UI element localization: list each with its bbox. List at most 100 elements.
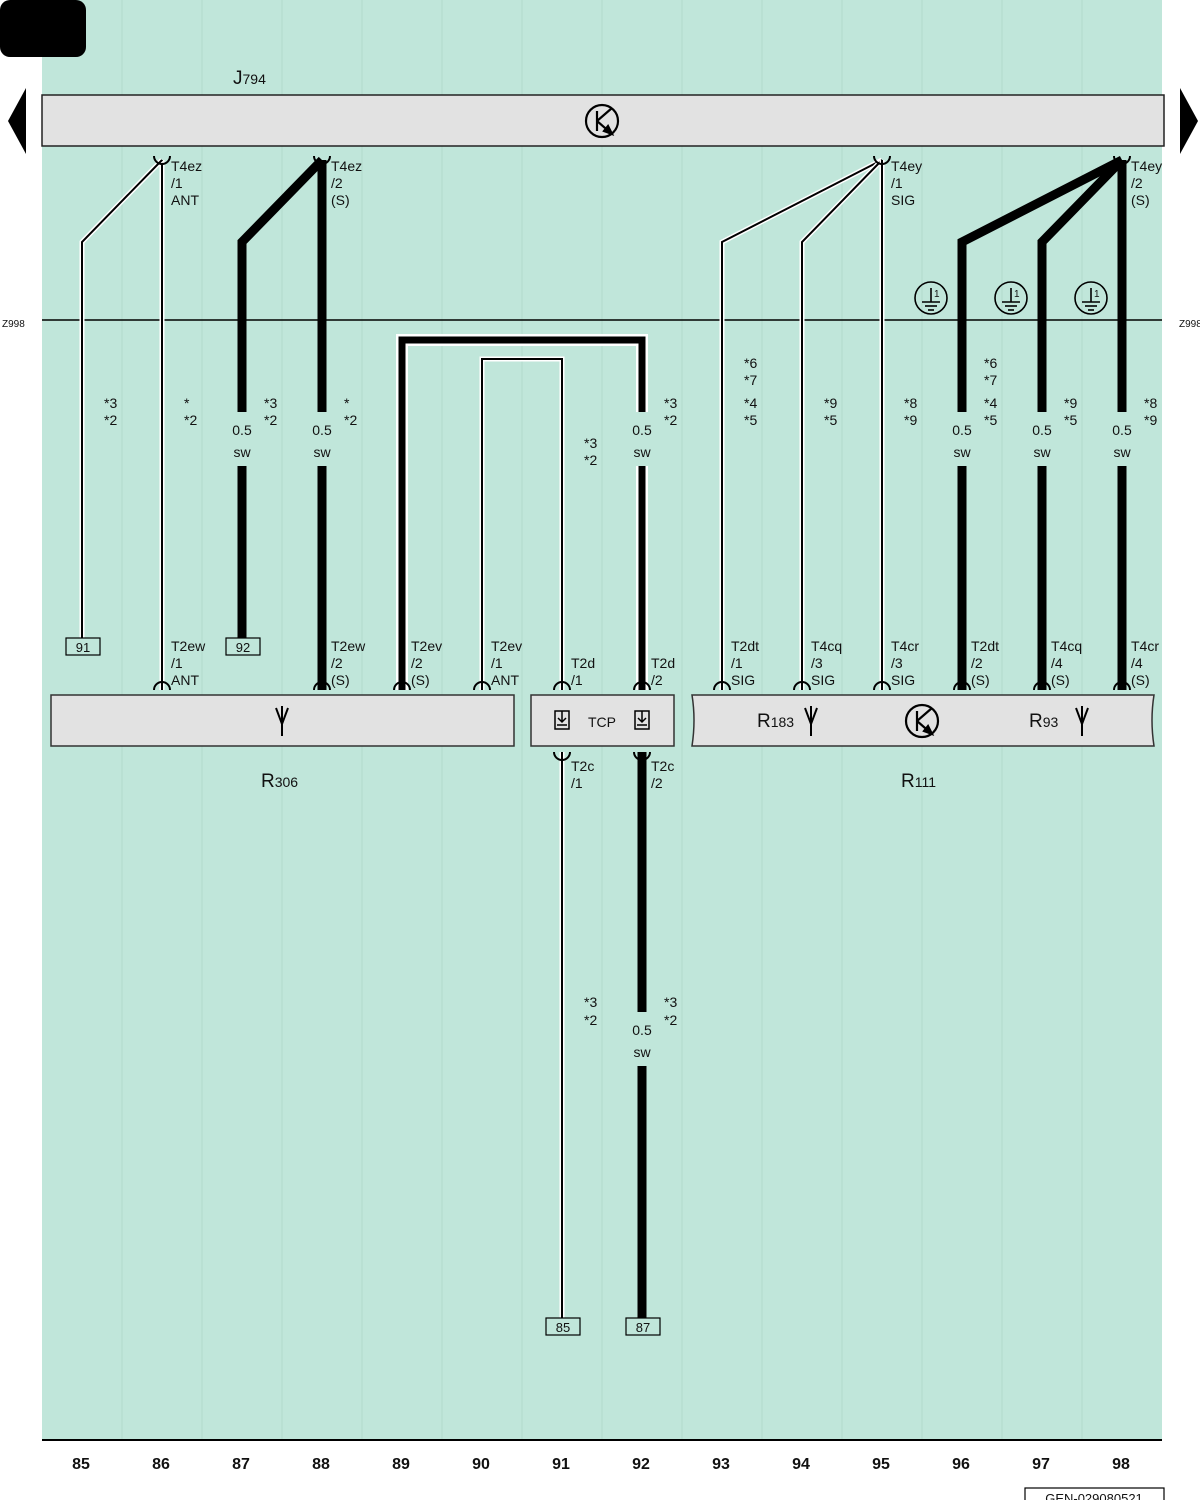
ref-box-label: 87 — [636, 1320, 650, 1335]
bottom-connector-label: /1 — [571, 672, 583, 688]
svg-text:1: 1 — [934, 289, 940, 300]
wire-spec: sw — [633, 444, 651, 460]
ref-box[interactable] — [225, 637, 261, 656]
wire-spec: 0.5 — [632, 422, 652, 438]
connector-pin-icon — [713, 681, 731, 691]
wire-spec: sw — [313, 444, 331, 460]
connector-pin-icon — [153, 155, 171, 165]
bottom-connector-label: /2 — [411, 655, 423, 671]
wire-97-shield — [1037, 156, 1126, 690]
bottom-connector-label: SIG — [811, 672, 835, 688]
connector-pin-icon — [153, 681, 171, 691]
footnote: *5 — [824, 412, 837, 428]
connector-pin-icon — [473, 681, 491, 691]
bottom-connector-label: T2dt — [731, 638, 759, 654]
bottom-connector-label: T4cr — [891, 638, 919, 654]
footnote: * — [344, 395, 350, 411]
footnote: *3 — [584, 994, 597, 1010]
connector-pin-icon — [313, 155, 331, 165]
nav-previous-arrow-icon[interactable] — [8, 88, 26, 154]
top-connector-label: /2 — [331, 175, 343, 191]
svg-text:1: 1 — [1094, 289, 1100, 300]
ref-box[interactable] — [625, 1317, 661, 1336]
bottom-connector-label: T4cq — [1051, 638, 1082, 654]
footnote: *9 — [904, 412, 917, 428]
footnote: *7 — [984, 372, 997, 388]
component-r183-label: R183 — [757, 711, 794, 732]
transistor-icon — [904, 703, 940, 739]
footnote: *6 — [744, 355, 757, 371]
ref-box[interactable] — [545, 1317, 581, 1336]
bottom-connector-label: T2ew — [331, 638, 366, 654]
wire-93-sig — [721, 159, 883, 690]
bottom-connector-label: SIG — [891, 672, 915, 688]
column-number: 90 — [472, 1456, 490, 1473]
component-tcp-label: TCP — [588, 714, 616, 730]
footnote: *2 — [584, 1012, 597, 1028]
wire-spec: sw — [633, 1044, 651, 1060]
top-connector-label: SIG — [891, 192, 915, 208]
bottom-connector-label: /3 — [891, 655, 903, 671]
top-connector-label: /2 — [1131, 175, 1143, 191]
component-r93-label: R93 — [1029, 711, 1059, 732]
footnote: *3 — [664, 395, 677, 411]
column-number: 97 — [1032, 1456, 1050, 1473]
bottom-connector-label: T2d — [651, 655, 675, 671]
shield-connector-icon — [634, 710, 650, 730]
footnote: *3 — [584, 435, 597, 451]
footnote: *8 — [1144, 395, 1157, 411]
bottom-connector-label: /2 — [971, 655, 983, 671]
ground-symbol-icon: 1 — [994, 281, 1028, 315]
footnote: *3 — [664, 994, 677, 1010]
nav-next-arrow-icon[interactable] — [1180, 88, 1198, 154]
column-number: 96 — [952, 1456, 970, 1473]
bottom-connector-label: /3 — [811, 655, 823, 671]
bottom-connector-label: (S) — [1131, 672, 1150, 688]
footnote: *4 — [744, 395, 757, 411]
bottom-connector-label: T4cr — [1131, 638, 1159, 654]
wire-spec: sw — [233, 444, 251, 460]
wire-89-92-shield-loop — [398, 336, 646, 690]
doc-id-box — [1024, 1487, 1165, 1500]
column-number: 94 — [792, 1456, 810, 1473]
antenna-icon — [275, 706, 289, 736]
bottom-connector-label: ANT — [171, 672, 199, 688]
footnote: *2 — [664, 1012, 677, 1028]
transistor-icon — [584, 103, 620, 139]
wire-94-sig — [801, 159, 883, 690]
top-connector-label: T4ey — [1131, 158, 1162, 174]
column-number: 98 — [1112, 1456, 1130, 1473]
footnote: *7 — [744, 372, 757, 388]
control-unit-label: J794 — [233, 68, 266, 89]
bottom-connector-label: (S) — [1051, 672, 1070, 688]
bottom-connector-label: (S) — [971, 672, 990, 688]
connector-pin-icon — [553, 681, 571, 691]
footnote: * — [184, 395, 190, 411]
ground-symbol-icon: 1 — [914, 281, 948, 315]
ref-box[interactable] — [65, 637, 101, 656]
ground-symbol-icon: 1 — [1074, 281, 1108, 315]
bottom-connector-label: ANT — [491, 672, 519, 688]
svg-text:1: 1 — [1014, 289, 1020, 300]
wire-spec: 0.5 — [232, 422, 252, 438]
bottom-connector-label: T2ev — [491, 638, 522, 654]
top-connector-label: /1 — [171, 175, 183, 191]
footnote: *2 — [584, 452, 597, 468]
bottom-connector-label: /1 — [171, 655, 183, 671]
component-r306-label: R306 — [261, 771, 298, 792]
wire-spec: 0.5 — [632, 1022, 652, 1038]
footnote: *2 — [104, 412, 117, 428]
tcp-connector-label: /1 — [571, 775, 583, 791]
top-connector-label: /1 — [891, 175, 903, 191]
connector-pin-icon — [953, 681, 971, 691]
antenna-icon — [804, 706, 818, 736]
control-unit-j794 — [41, 94, 1165, 147]
footnote: *2 — [264, 412, 277, 428]
footnote: *5 — [744, 412, 757, 428]
ref-box-label: 85 — [556, 1320, 570, 1335]
footnote: *4 — [984, 395, 997, 411]
column-number: 95 — [872, 1456, 890, 1473]
footnote: *3 — [104, 395, 117, 411]
top-connector-label: ANT — [171, 192, 199, 208]
